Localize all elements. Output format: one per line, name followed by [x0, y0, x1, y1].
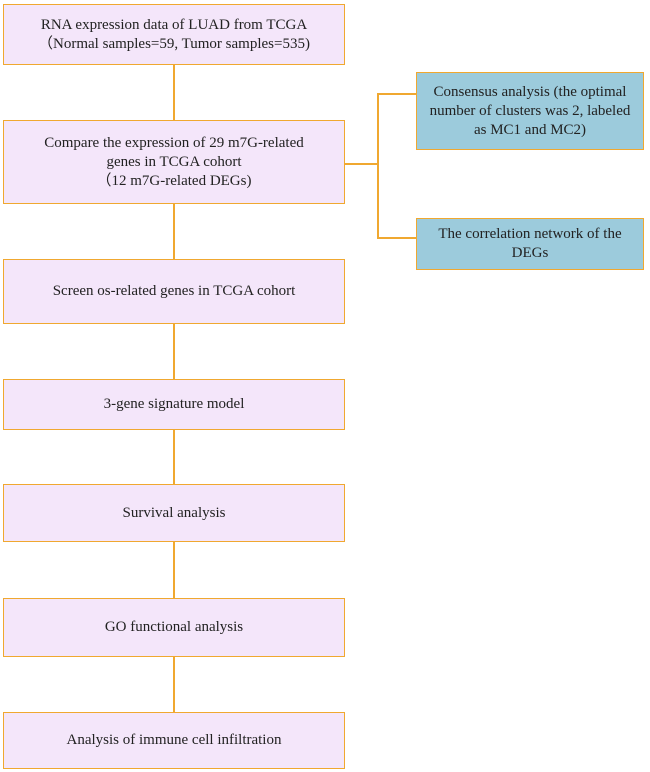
step-screen-os-genes: Screen os-related genes in TCGA cohort — [3, 259, 345, 324]
connector-2-3 — [173, 203, 175, 259]
side-line: as MC1 and MC2) — [473, 121, 587, 138]
step-line: genes in TCGA cohort — [106, 153, 242, 170]
step-line: （12 m7G-related DEGs) — [96, 172, 252, 189]
connector-1-2 — [173, 64, 175, 121]
connector-6-7 — [173, 656, 175, 713]
connector-4-5 — [173, 429, 175, 485]
step-line: RNA expression data of LUAD from TCGA — [40, 16, 308, 33]
branch-to-network — [377, 237, 417, 239]
step-go-functional-analysis: GO functional analysis — [3, 598, 345, 657]
side-consensus-analysis: Consensus analysis (the optimal number o… — [416, 72, 644, 150]
step-line: Survival analysis — [122, 504, 226, 521]
step-line: （Normal samples=59, Tumor samples=535) — [38, 35, 310, 52]
side-correlation-network: The correlation network of the DEGs — [416, 218, 644, 270]
side-line: Consensus analysis (the optimal — [433, 83, 627, 100]
side-line: DEGs — [511, 245, 549, 261]
step-signature-model: 3-gene signature model — [3, 379, 345, 430]
step-rna-expression-data: RNA expression data of LUAD from TCGA （N… — [3, 4, 345, 65]
step-line: 3-gene signature model — [103, 396, 245, 412]
step-immune-cell-infiltration: Analysis of immune cell infiltration — [3, 712, 345, 769]
branch-vertical — [377, 93, 379, 238]
side-line: The correlation network of the — [438, 226, 622, 242]
step-line: GO functional analysis — [104, 619, 244, 635]
step-survival-analysis: Survival analysis — [3, 484, 345, 542]
connector-5-6 — [173, 541, 175, 599]
side-line: number of clusters was 2, labeled — [429, 102, 631, 119]
step-line: Compare the expression of 29 m7G-related — [44, 134, 304, 151]
step-line: Analysis of immune cell infiltration — [66, 732, 282, 748]
branch-to-consensus — [377, 93, 417, 95]
step-line: Screen os-related genes in TCGA cohort — [52, 283, 296, 299]
connector-3-4 — [173, 323, 175, 379]
branch-stem — [345, 163, 378, 165]
step-compare-expression: Compare the expression of 29 m7G-related… — [3, 120, 345, 204]
